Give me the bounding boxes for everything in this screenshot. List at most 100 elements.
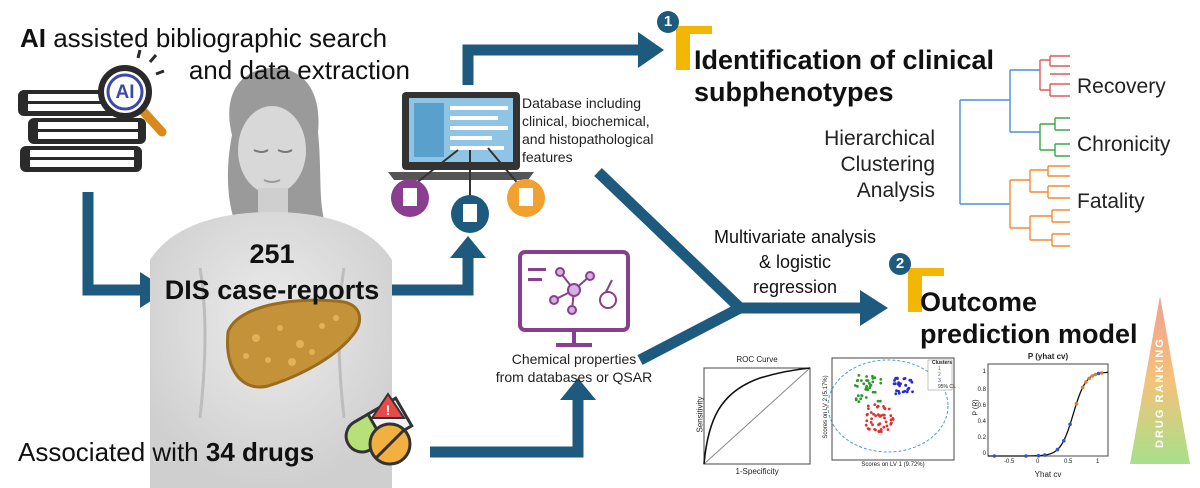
scores-legend-1: 1 <box>938 366 941 372</box>
drugs-count: 34 drugs <box>205 437 315 467</box>
case-reports-count: 251 <box>249 239 295 269</box>
drugs-line: Associated with 34 drugs <box>18 436 314 468</box>
chemical-line-2: from databases or QSAR <box>495 369 653 385</box>
scatter-point-cluster-2 <box>854 398 858 402</box>
ai-search-prefix: AI <box>20 23 46 53</box>
arrow-head-step1 <box>638 32 664 68</box>
scatter-point-cluster-2 <box>873 390 877 394</box>
arrow-reports-to-database <box>388 258 474 296</box>
scatter-point-cluster-2 <box>871 390 875 394</box>
step2-number: 2 <box>895 255 905 272</box>
prob-xtick-1: -0.5 <box>1004 459 1015 465</box>
ai-search-line2: and data extraction <box>188 55 410 85</box>
prob-xtick-2: 0 <box>1036 459 1040 465</box>
roc-ylabel: Sensitivity <box>695 396 705 433</box>
scores-legend-cl: 95% CL <box>938 384 956 390</box>
scatter-point-cluster-1 <box>883 416 886 420</box>
scatter-point-cluster-2 <box>865 384 868 388</box>
scatter-point-cluster-1 <box>872 412 875 416</box>
step1-badge-icon <box>657 11 712 70</box>
scatter-point-cluster-1 <box>884 420 888 424</box>
arrow-chemical-to-merge <box>637 303 743 365</box>
scatter-point-cluster-1 <box>889 422 893 426</box>
warning-icon <box>370 392 406 419</box>
scatter-point-cluster-1 <box>878 422 882 426</box>
step1-number: 1 <box>663 13 673 30</box>
probability-point-blue <box>1096 371 1101 376</box>
scatter-point-cluster-1 <box>867 407 870 410</box>
multivariate-line-3: regression <box>752 277 838 297</box>
probability-point-orange <box>1074 401 1079 406</box>
ai-search-line1: AI assisted bibliographic search <box>20 22 387 54</box>
scatter-point-cluster-3 <box>897 381 900 385</box>
probability-point-orange <box>1093 372 1098 377</box>
scatter-point-cluster-1 <box>876 413 880 416</box>
probability-point-orange <box>1090 374 1094 378</box>
scatter-point-cluster-1 <box>864 423 868 427</box>
case-reports-label: DIS case-reports <box>164 275 380 305</box>
step1-title-line-2: subphenotypes <box>694 77 894 107</box>
drugs-prefix: Associated with <box>18 437 206 467</box>
scatter-point-cluster-1 <box>869 421 873 424</box>
drug-ranking-triangle <box>1130 296 1190 464</box>
prob-ytick-5: 0.8 <box>977 387 986 393</box>
scatter-point-cluster-2 <box>862 382 866 386</box>
scores-legend-title: Clusters <box>932 360 953 366</box>
step2-title-line-2: prediction model <box>920 319 1138 349</box>
scatter-point-cluster-1 <box>882 425 886 429</box>
multivariate-line-1: Multivariate analysis <box>713 227 877 247</box>
probability-point-blue <box>1062 438 1066 443</box>
scatter-point-cluster-1 <box>874 414 877 418</box>
ai-search-line1-rest: assisted bibliographic search <box>46 23 388 53</box>
probability-point-orange <box>1099 371 1104 375</box>
clustering-line-1: Hierarchical <box>824 127 935 150</box>
scatter-point-cluster-1 <box>877 430 881 434</box>
scatter-point-cluster-1 <box>873 403 877 406</box>
scores-ylabel: Scores on LV 2 (5.17%) <box>823 375 829 439</box>
scatter-point-cluster-2 <box>857 400 861 403</box>
prob-ytick-4: 0.6 <box>977 403 986 409</box>
scatter-point-cluster-2 <box>867 381 871 385</box>
cluster-fatality-label: Fatality <box>1077 190 1145 213</box>
cluster-recovery-label: Recovery <box>1077 75 1166 98</box>
prob-xtick-3: 0.5 <box>1064 459 1073 465</box>
scatter-point-cluster-3 <box>905 390 909 394</box>
arrow-database-to-merge <box>594 168 744 312</box>
scatter-point-cluster-2 <box>879 377 883 381</box>
arrow-books-to-reports <box>82 192 140 296</box>
pills-icon: ! <box>344 392 414 466</box>
scatter-point-cluster-1 <box>870 417 873 421</box>
step2-badge-icon <box>889 253 944 312</box>
prob-ytick-3: 0.4 <box>977 419 986 425</box>
scatter-point-cluster-2 <box>871 374 874 378</box>
roc-title: ROC Curve <box>736 355 778 364</box>
scatter-point-cluster-2 <box>856 394 860 397</box>
scatter-point-cluster-3 <box>895 376 899 380</box>
ai-magnifier-icon <box>98 49 167 137</box>
scatter-point-cluster-1 <box>889 418 893 422</box>
scatter-point-cluster-1 <box>871 423 874 427</box>
scatter-point-cluster-1 <box>868 427 871 431</box>
liver-icon <box>226 298 361 389</box>
scatter-point-cluster-1 <box>881 413 885 417</box>
probability-point-blue <box>1024 454 1028 458</box>
scores-legend-2: 2 <box>938 372 941 378</box>
scatter-point-cluster-1 <box>885 424 889 428</box>
arrow-head-step2 <box>860 290 888 326</box>
probability-point-orange <box>1080 385 1085 390</box>
face-shape <box>238 106 306 194</box>
scores-scatter-chart <box>827 357 955 461</box>
clustering-line-2: Clustering <box>840 153 935 176</box>
scatter-point-cluster-1 <box>883 407 887 411</box>
scatter-point-cluster-3 <box>903 389 907 393</box>
dendrogram-chart <box>959 55 1070 247</box>
scatter-point-cluster-1 <box>887 407 891 411</box>
scatter-point-cluster-1 <box>891 417 895 420</box>
scatter-point-cluster-3 <box>897 389 900 393</box>
scatter-point-cluster-2 <box>873 376 877 380</box>
arrow-to-step1 <box>462 44 640 85</box>
database-line-3: and histopathological <box>522 131 654 147</box>
scatter-point-cluster-3 <box>906 387 910 391</box>
chemical-line-1: Chemical properties <box>511 351 637 367</box>
